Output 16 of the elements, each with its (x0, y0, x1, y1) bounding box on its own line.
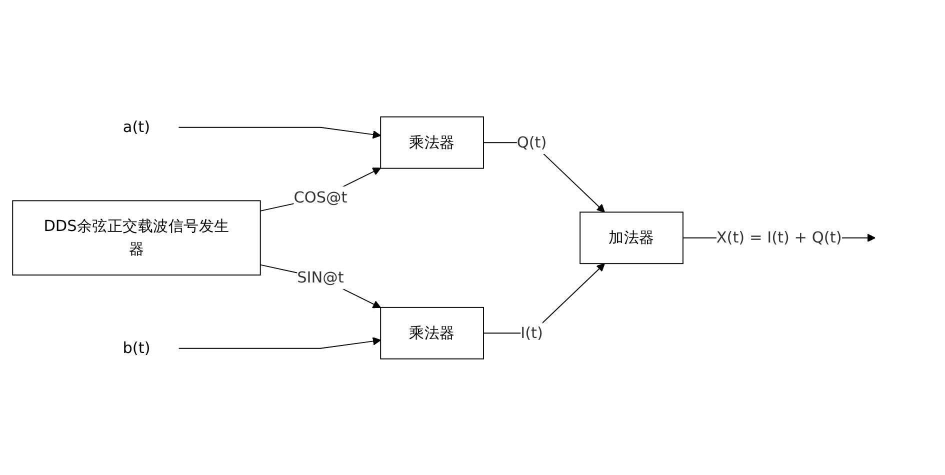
node-box: 加法器 (580, 211, 684, 264)
node-box: DDS余弦正交载波信号发生器 (12, 200, 261, 276)
arrow (178, 336, 381, 348)
arrow (260, 264, 381, 308)
node-text: b(t) (122, 338, 150, 357)
arrow (178, 126, 381, 138)
edge-label: X(t) = I(t) + Q(t) (716, 228, 842, 246)
node-box: 乘法器 (380, 116, 484, 168)
edge-label: Q(t) (516, 132, 547, 151)
node-box: 乘法器 (380, 306, 484, 359)
edge-label: SIN@t (297, 268, 344, 286)
arrow (483, 262, 605, 334)
arrow (260, 167, 381, 212)
edge-label: I(t) (520, 323, 543, 342)
node-text: a(t) (122, 117, 150, 136)
edge-label: COS@t (294, 188, 348, 206)
